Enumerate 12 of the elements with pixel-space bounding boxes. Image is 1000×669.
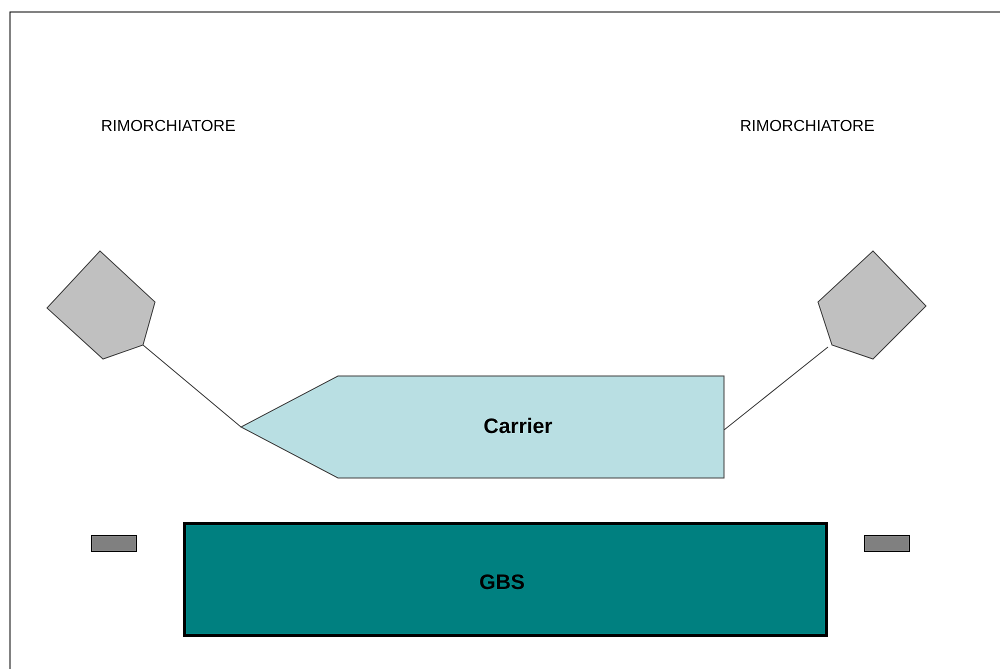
mooring-block bbox=[91, 535, 137, 552]
tugboat-shape bbox=[818, 251, 926, 359]
tugboat-shape bbox=[47, 251, 156, 359]
tugboat-label: RIMORCHIATORE bbox=[101, 118, 236, 136]
tow-line bbox=[724, 346, 828, 430]
node-label: GBS bbox=[479, 571, 525, 595]
carrier-ship bbox=[241, 376, 724, 478]
tow-line bbox=[142, 344, 242, 428]
mooring-block bbox=[864, 535, 910, 552]
tugboat-label: RIMORCHIATORE bbox=[740, 118, 875, 136]
node-label: Carrier bbox=[484, 415, 552, 439]
gbs-platform bbox=[183, 522, 828, 637]
